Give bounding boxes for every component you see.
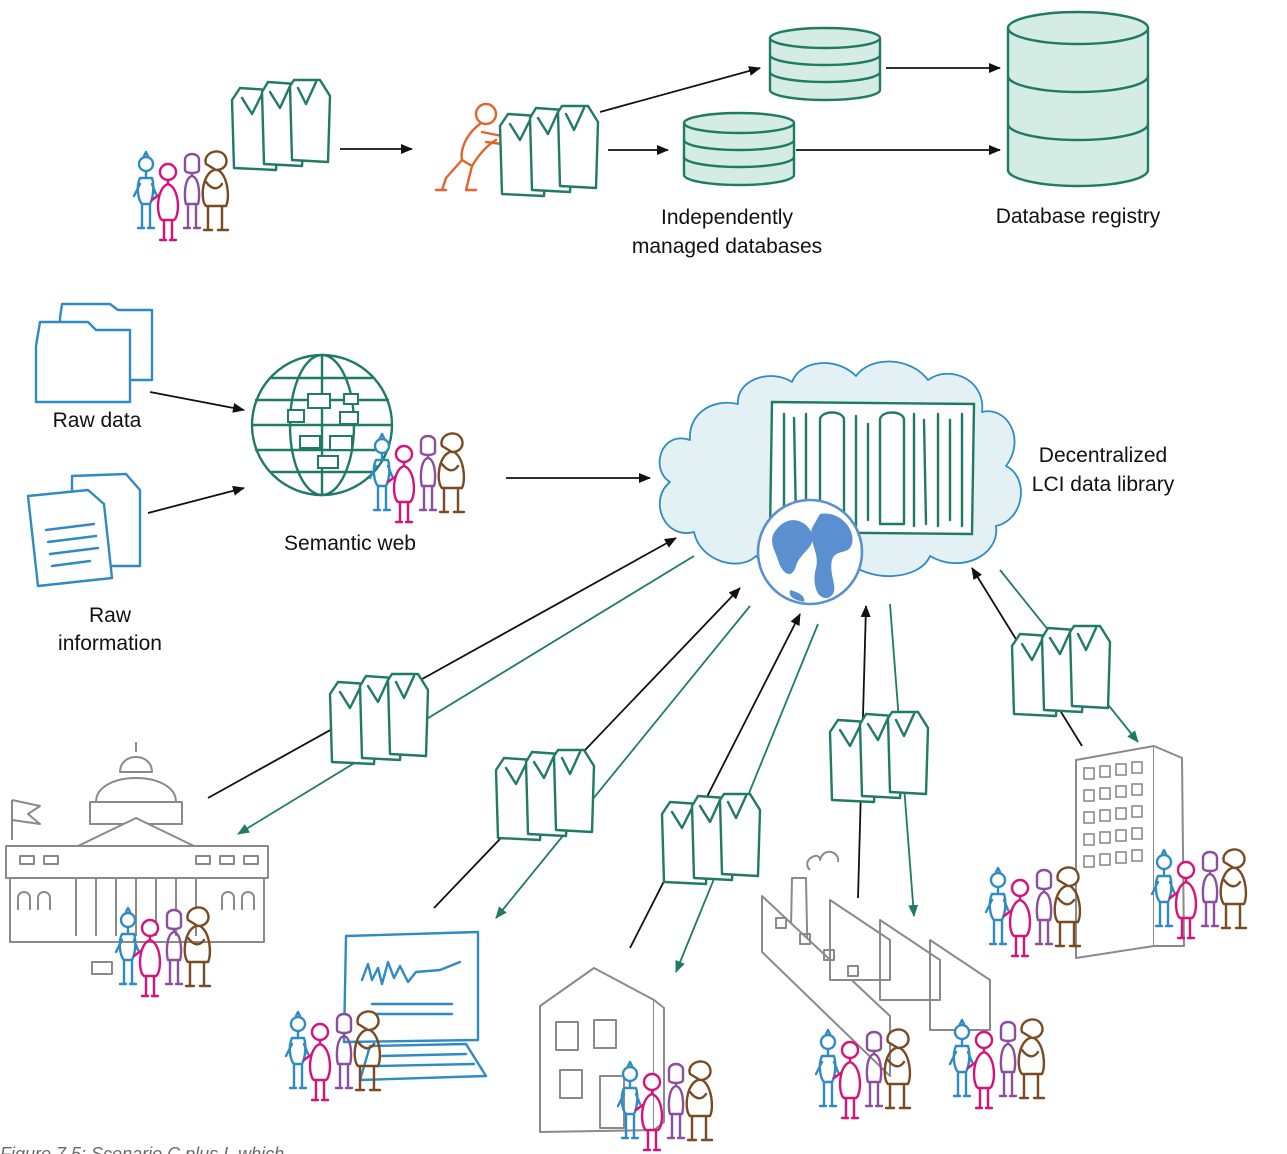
- independent-db-label-line2: managed databases: [632, 235, 822, 258]
- registry-label: Database registry: [996, 205, 1161, 228]
- earth-icon: [756, 498, 864, 606]
- worker-icon: [434, 102, 504, 192]
- arrow: [237, 555, 695, 835]
- house-icon: [539, 967, 665, 1133]
- people-group-icon: [370, 433, 464, 522]
- document-stack-icon: [1010, 624, 1112, 718]
- database-icon: [682, 111, 796, 187]
- library-label-line2: LCI data library: [1032, 473, 1175, 496]
- raw-information-label-line2: information: [58, 632, 162, 655]
- document-stack-icon: [498, 104, 600, 198]
- database-icon: [768, 26, 882, 102]
- document-stack-icon: [828, 710, 930, 804]
- arrow: [629, 613, 801, 949]
- semantic-web-label: Semantic web: [284, 532, 416, 555]
- document-stack-icon: [230, 78, 332, 172]
- people-group-icon: [986, 867, 1080, 956]
- arrow: [599, 66, 761, 113]
- database-icon: [1006, 10, 1150, 188]
- arrow: [149, 391, 245, 413]
- independent-db-label-line1: Independently: [661, 206, 793, 229]
- people-group-icon: [134, 151, 228, 240]
- document-stack-icon: [494, 748, 596, 842]
- document-icon: [26, 472, 142, 588]
- document-stack-icon: [328, 672, 430, 766]
- factory-icon: [761, 850, 991, 1077]
- globe-network-icon: [250, 353, 394, 497]
- document-stack-icon: [660, 792, 762, 886]
- people-group-icon: [950, 1019, 1044, 1108]
- library-label-line1: Decentralized: [1039, 444, 1167, 467]
- arrow: [147, 485, 245, 514]
- capitol-building-icon: [5, 742, 269, 975]
- raw-data-label: Raw data: [53, 409, 142, 432]
- arrow: [495, 605, 751, 919]
- arrow: [433, 587, 741, 909]
- arrow: [207, 537, 677, 799]
- folder-icon: [34, 302, 154, 404]
- raw-information-label-line1: Raw: [89, 604, 132, 627]
- computer-icon: [342, 930, 488, 1082]
- figure-caption: Figure 7.5: Scenario C plus I, which: [0, 1144, 284, 1154]
